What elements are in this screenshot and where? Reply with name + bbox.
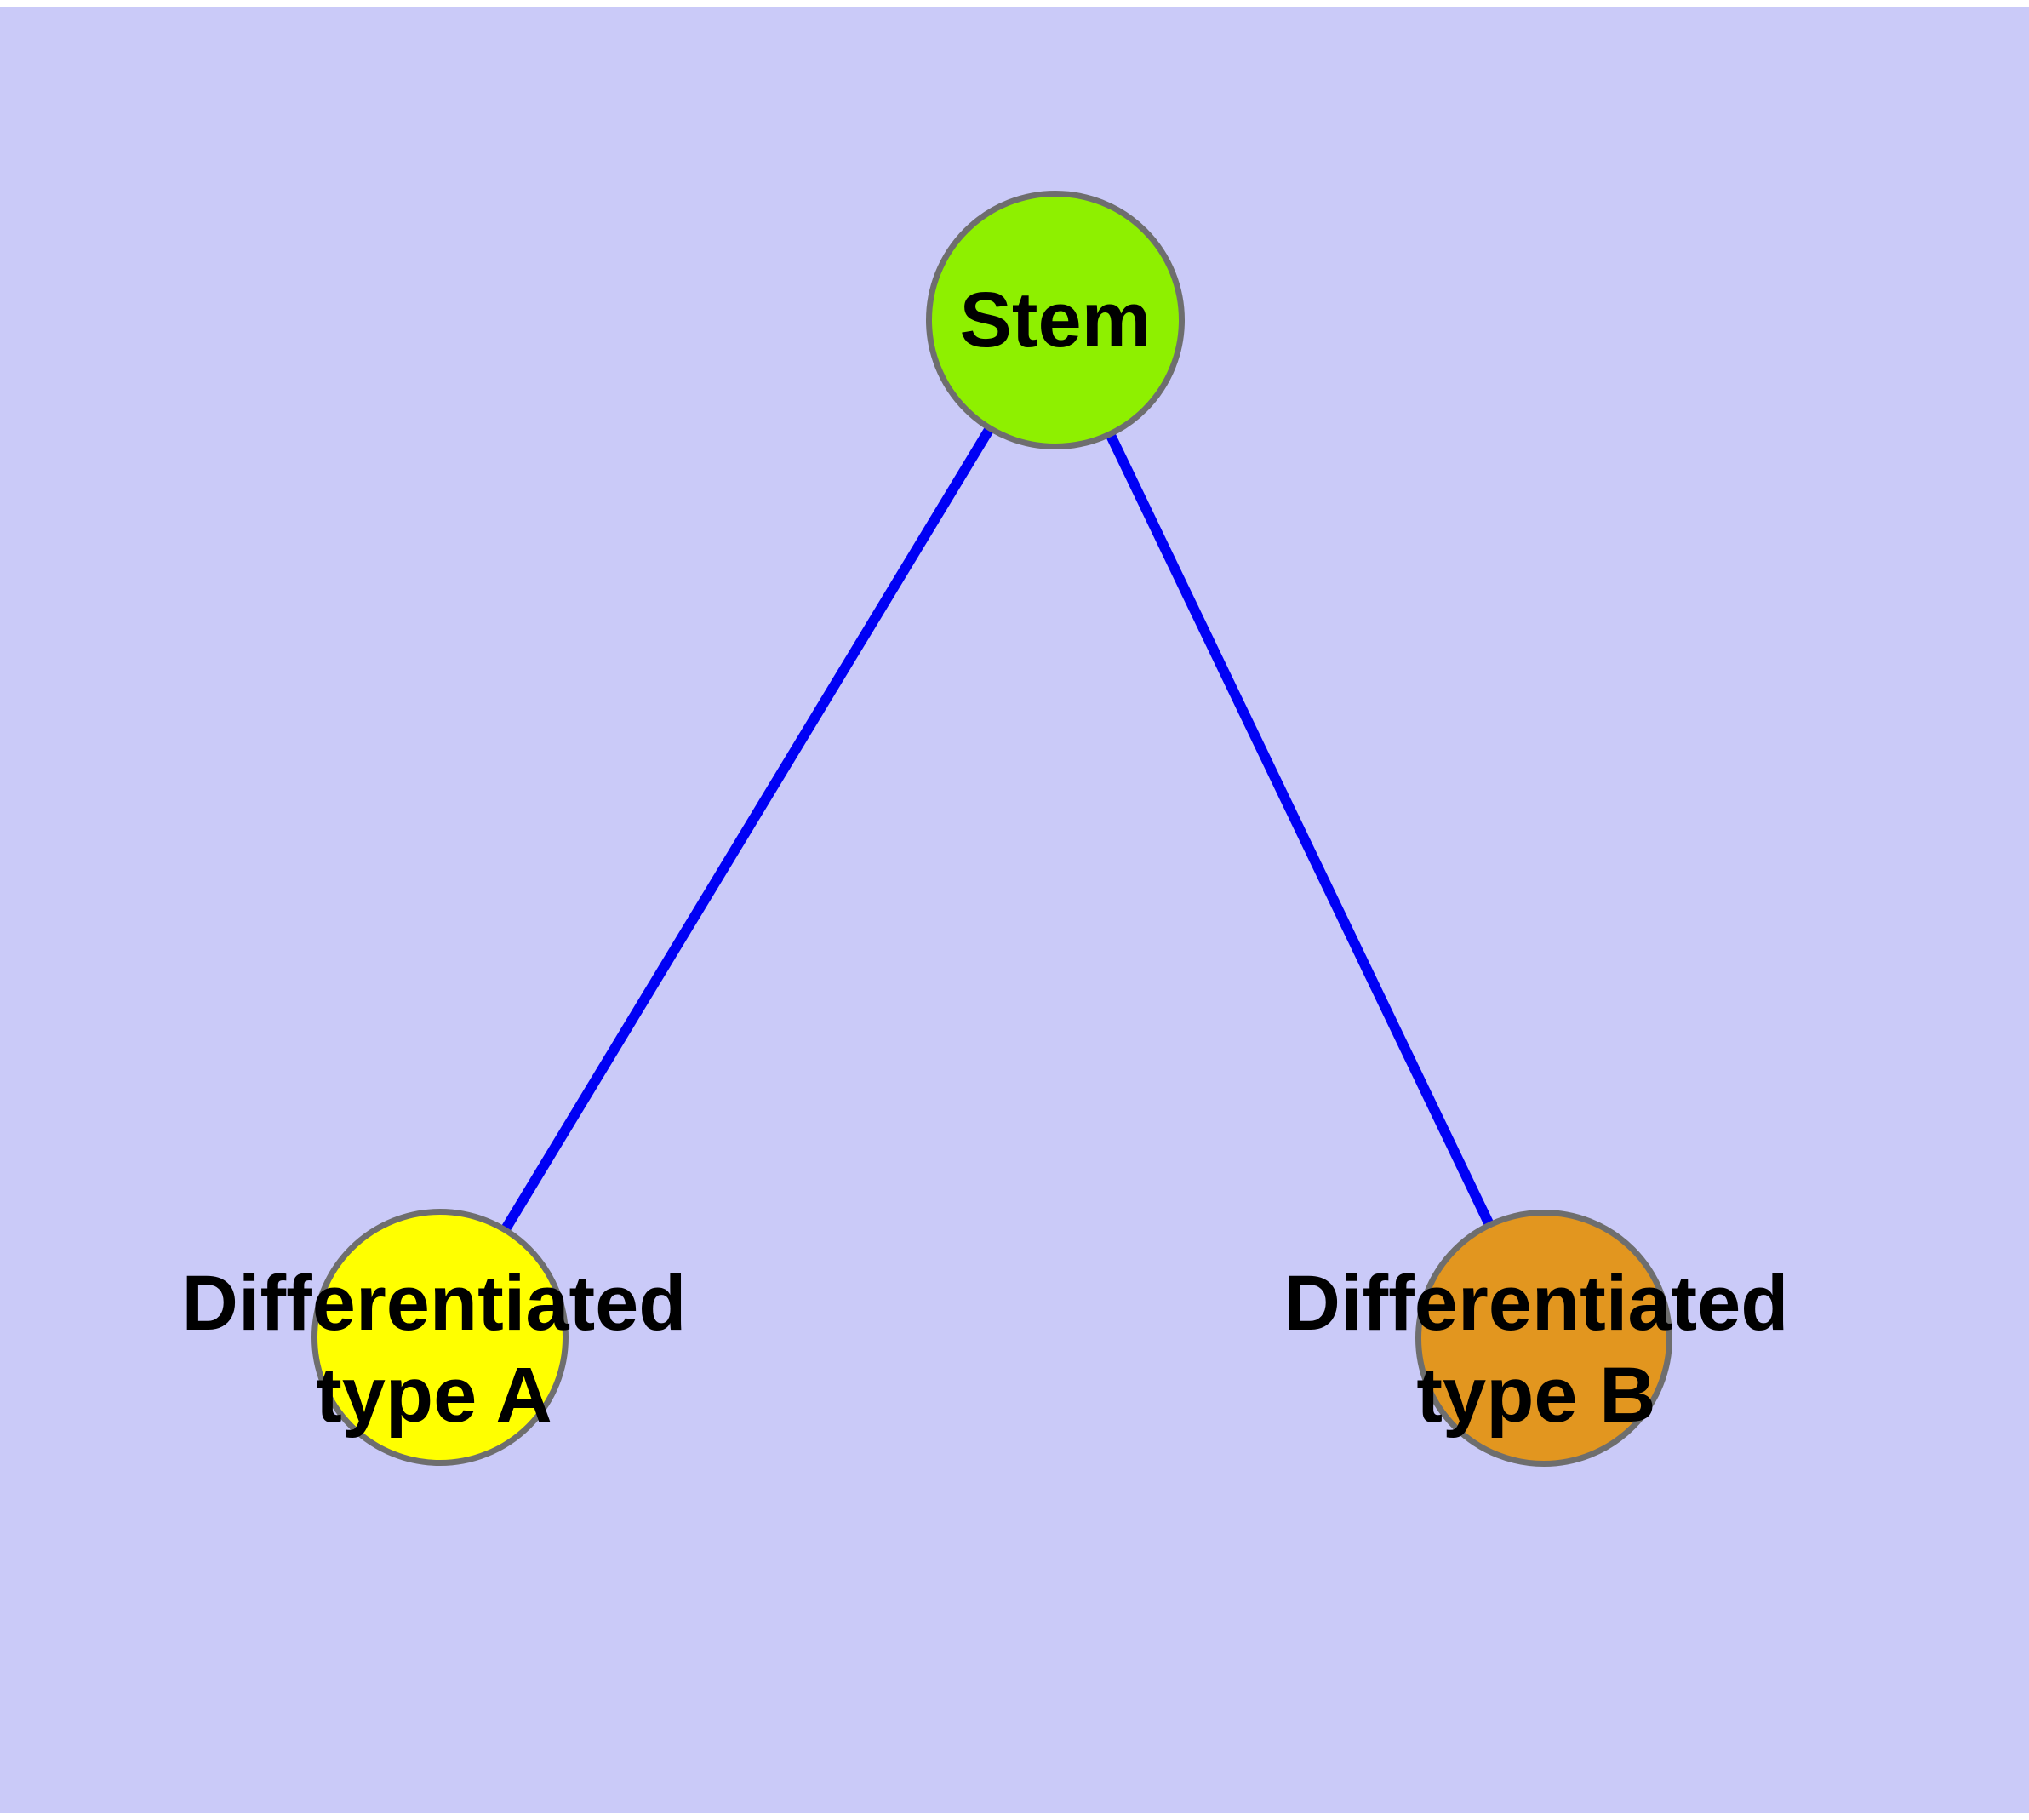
edge-stem-to-type-b bbox=[1050, 318, 1549, 1341]
node-type-b-label-line2: type B bbox=[1416, 1352, 1656, 1439]
node-type-a-label: Differentiated type A bbox=[182, 1257, 687, 1441]
node-stem-label: Stem bbox=[960, 274, 1152, 366]
node-differentiated-type-a bbox=[311, 1209, 569, 1466]
node-stem-label-text: Stem bbox=[959, 277, 1152, 363]
node-type-b-label-line1: Differentiated bbox=[1283, 1260, 1789, 1347]
node-type-b-label: Differentiated type B bbox=[1284, 1257, 1789, 1441]
node-differentiated-type-b bbox=[1415, 1210, 1672, 1467]
edge-stem-to-type-a bbox=[435, 317, 1060, 1341]
node-stem bbox=[926, 191, 1185, 449]
node-type-a-label-line2: type A bbox=[316, 1352, 552, 1439]
node-type-a-label-line1: Differentiated bbox=[181, 1260, 687, 1347]
